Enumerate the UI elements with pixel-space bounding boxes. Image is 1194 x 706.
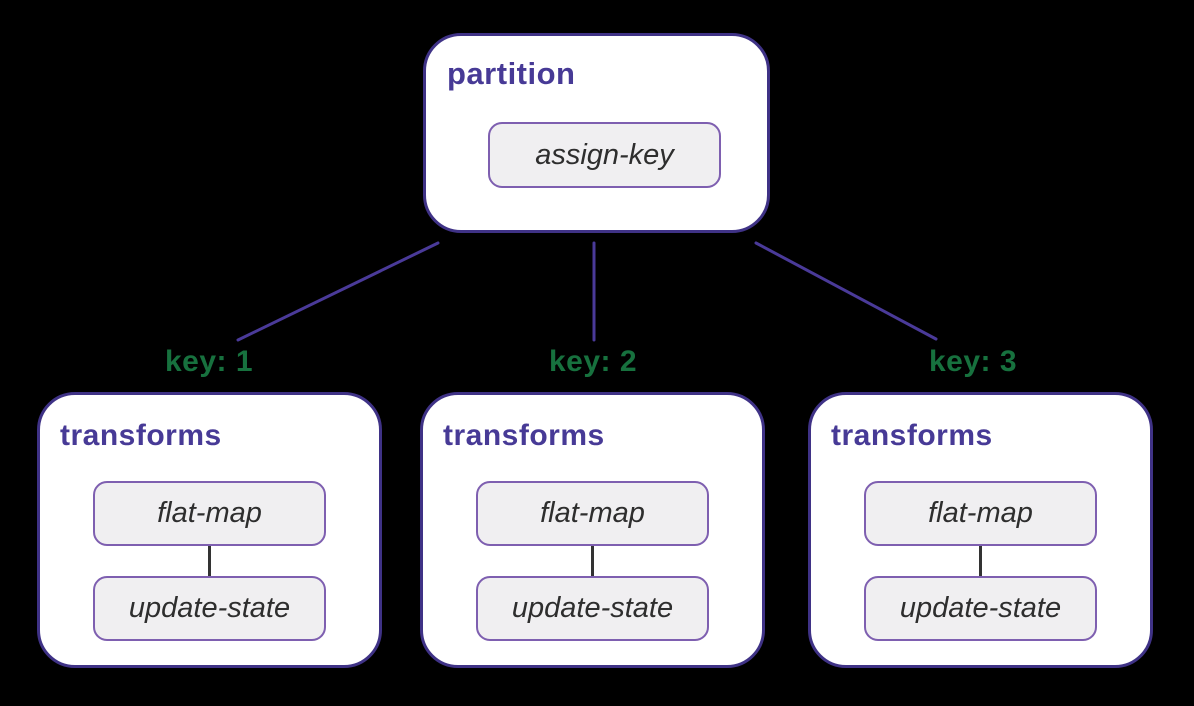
operator-connector-line [591,546,594,576]
update-state-operator-label: update-state [899,592,1062,624]
transforms-node-1: transforms flat-map update-state [37,392,382,668]
key-label-3: key: 3 [928,345,1018,378]
partition-node: partition assign-key [423,33,770,233]
transforms-node-title: transforms [831,419,993,452]
update-state-operator-label: update-state [128,592,291,624]
edge-to-key-1 [236,241,440,342]
update-state-operator-label: update-state [511,592,674,624]
transforms-node-3: transforms flat-map update-state [808,392,1153,668]
update-state-operator-box: update-state [476,576,709,641]
flat-map-operator-label: flat-map [157,497,262,529]
key-label-1: key: 1 [164,345,254,378]
flat-map-operator-label: flat-map [540,497,645,529]
transforms-node-2: transforms flat-map update-state [420,392,765,668]
flat-map-operator-box: flat-map [864,481,1097,546]
operator-connector-line [979,546,982,576]
edge-to-key-3 [754,241,938,341]
transforms-node-title: transforms [443,419,605,452]
flat-map-operator-box: flat-map [476,481,709,546]
update-state-operator-box: update-state [864,576,1097,641]
assign-key-operator-label: assign-key [535,138,674,171]
flat-map-operator-label: flat-map [928,497,1033,529]
transforms-node-title: transforms [60,419,222,452]
assign-key-operator-box: assign-key [488,122,721,188]
operator-connector-line [208,546,211,576]
partition-node-title: partition [447,56,576,91]
key-label-2: key: 2 [548,345,638,378]
update-state-operator-box: update-state [93,576,326,641]
flat-map-operator-box: flat-map [93,481,326,546]
